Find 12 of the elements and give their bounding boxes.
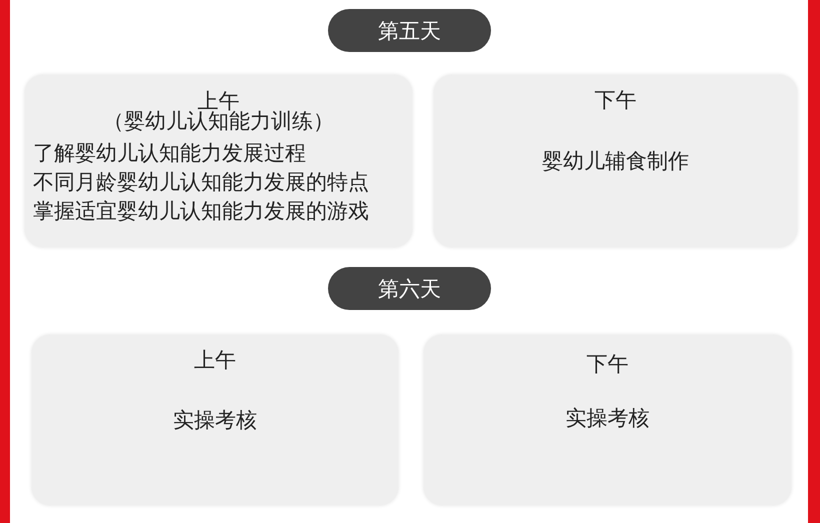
session-subtitle: （婴幼儿认知能力训练）	[102, 109, 335, 134]
session-item: 了解婴幼儿认知能力发展过程	[33, 140, 306, 166]
session-item: 实操考核	[172, 407, 258, 433]
day-pill: 第六天	[328, 267, 491, 310]
day-pill: 第五天	[328, 9, 491, 52]
session-item: 不同月龄婴幼儿认知能力发展的特点	[33, 169, 369, 195]
session-item: 婴幼儿辅食制作	[541, 148, 690, 174]
session-heading: 下午	[586, 351, 630, 377]
session-heading: 下午	[594, 87, 638, 113]
session-heading: 上午	[193, 347, 237, 373]
session-item: 实操考核	[564, 405, 650, 431]
session-item: 掌握适宜婴幼儿认知能力发展的游戏	[33, 198, 369, 224]
